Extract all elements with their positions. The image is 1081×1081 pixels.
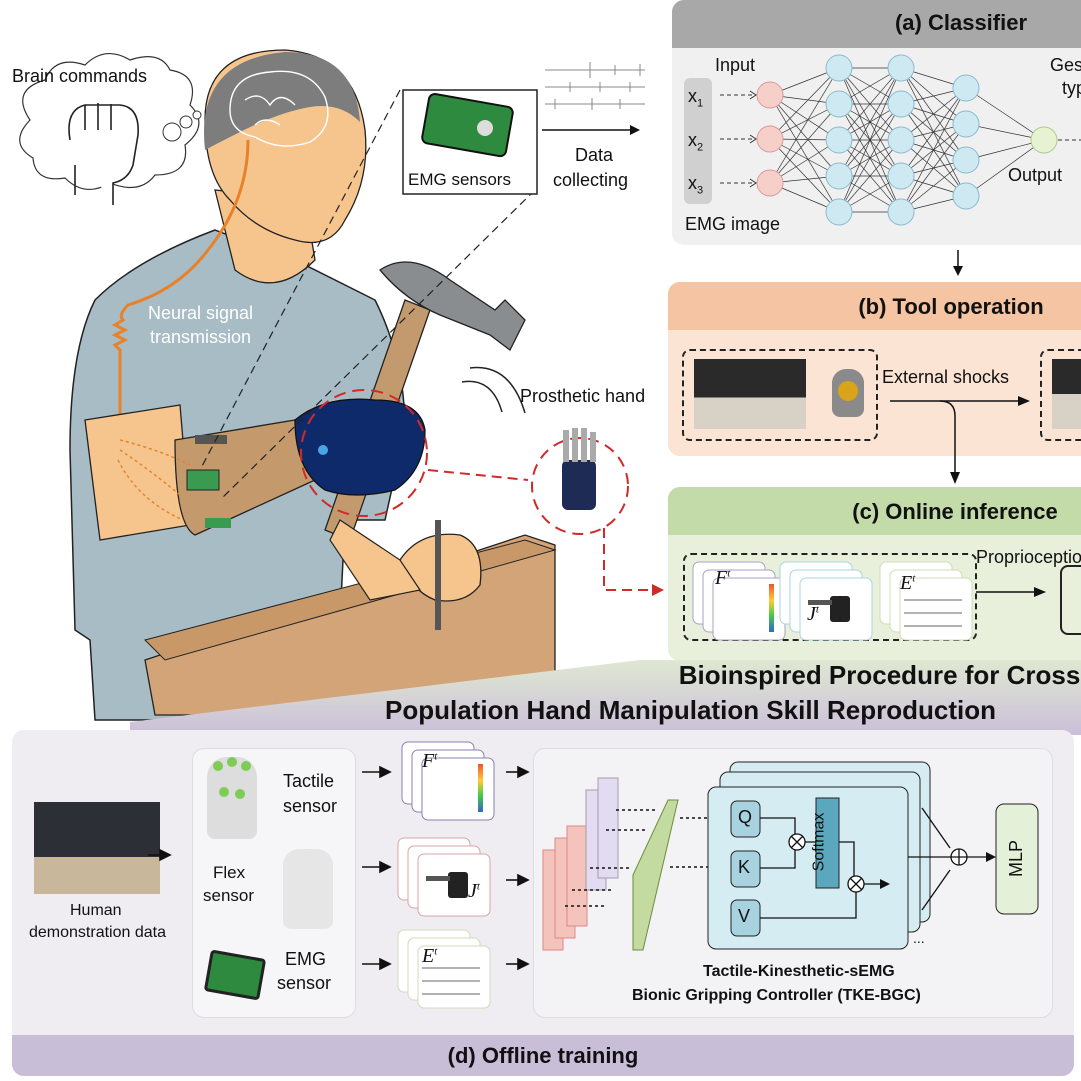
proprioception-label: Proprioception [976,547,1081,567]
neuron [887,198,915,226]
input-x3: x3 [688,173,704,197]
k-label: K [738,857,751,877]
human-demo-label-2: demonstration data [29,924,166,941]
hair [204,52,360,150]
e-symbol-d: Et [422,945,438,967]
neural-signal-label-1: Neural signal [148,303,254,323]
human-demo-photo [34,802,160,894]
shock-wave-icon [461,366,526,414]
arrow-icon [630,125,640,135]
tactile-label-1: Tactile [283,771,335,791]
connector-line [427,469,529,481]
controller-label-2: Bionic Gripping Controller (TKE-BGC) [632,987,921,1004]
main-title-line-2: Population Hand Manipulation Skill Repro… [385,695,996,725]
e-symbol: Et [900,572,916,594]
panel-d-title: (d) Offline training [447,1043,639,1068]
emg-image-label: EMG image [685,214,781,234]
panel-c-header [668,487,1081,535]
ellipsis: ... [913,930,925,946]
sensor-pad [195,435,227,444]
gesture-type-label-2: type [1062,78,1081,98]
neuron [887,54,915,82]
softmax-label: Softmax [810,812,828,872]
brain-icon [229,70,329,147]
data-collecting-label-2: collecting [553,170,629,190]
output-block [1060,565,1081,635]
neuron [756,125,784,153]
neuron [825,126,853,154]
human-demo-label-1: Human [70,902,122,919]
emg-sensor-icon [203,949,267,1001]
panel-a-header [672,0,1081,48]
j-symbol: Jt [807,603,819,625]
neural-network-diagram [720,54,1081,226]
panel-c-title: (c) Online inference [852,499,1058,524]
neuron [887,90,915,118]
brain-commands-label: Brain commands [12,66,148,86]
prosthetic-hand-label: Prosthetic hand [520,386,646,406]
neuron [1030,126,1058,154]
panel-offline-training: (d) Offline training Human demonstration… [12,730,1074,1076]
f-symbol: Ft [715,567,731,589]
panel-a-title: (a) Classifier [894,10,1028,35]
input-label: Input [715,55,756,75]
upper-arm [84,404,191,541]
panel-d-footer [12,1035,1074,1076]
f-symbol-d: Ft [422,750,438,772]
gesture-type-label-1: Gesture [1050,55,1081,75]
nail [435,520,441,630]
neuron [756,169,784,197]
emg-sensor-on-arm [186,469,220,491]
neuron [825,54,853,82]
q-label: Q [738,807,753,827]
panel-b-header [668,282,1081,330]
sensor-pad [205,518,231,528]
tool-operation-after [1040,349,1081,441]
neuron [952,182,980,210]
v-label: V [738,906,751,926]
neuron [756,81,784,109]
neural-signal-label-2: transmission [150,327,252,347]
tactile-label-2: sensor [283,796,338,816]
arrow-icon [652,584,664,596]
neuron [952,74,980,102]
panel-classifier: (a) Classifier Input x1 x2 x3 EMG image … [672,0,1081,245]
sensor-group: Tactile sensor Flex sensor EMG sensor [192,748,356,1018]
prosthetic-socket [174,419,316,536]
neural-signal-path [111,139,250,445]
neuron [952,110,980,138]
signal-branches [117,439,191,521]
flex-label-1: Flex [213,863,246,882]
neuron [825,90,853,118]
j-symbol-d: Jt [468,880,480,902]
mlp-label: MLP [1006,839,1027,878]
neuron [825,162,853,190]
emg-label-2: sensor [277,973,332,993]
neuron [887,162,915,190]
emg-sensors-label: EMG sensors [408,170,511,189]
data-collecting-label-1: Data [575,145,614,165]
neuron [952,146,980,174]
glove-sensor-icon [832,369,864,417]
input-x2: x2 [688,130,704,154]
emg-label-1: EMG [285,949,327,969]
zoom-lines [199,89,536,501]
neuron [825,198,853,226]
main-title-line-1: Bioinspired Procedure for Cross- [678,660,1081,690]
flex-label-2: sensor [203,886,255,905]
neuron [887,126,915,154]
controller-label-1: Tactile-Kinesthetic-sEMG [703,963,895,980]
emg-waveform-icon [545,62,645,110]
hammering-photo [694,359,806,429]
external-shocks-label: External shocks [882,367,1010,387]
flex-glove-icon [283,849,333,929]
tool-operation-before [682,349,878,441]
input-x1: x1 [688,86,704,110]
panel-b-title: (b) Tool operation [858,294,1044,319]
output-label: Output [1008,165,1063,185]
tactile-glove-icon [207,757,257,839]
fist-icon [68,103,139,205]
panel-tool-operation: (b) Tool operation External shocks [668,282,1081,456]
